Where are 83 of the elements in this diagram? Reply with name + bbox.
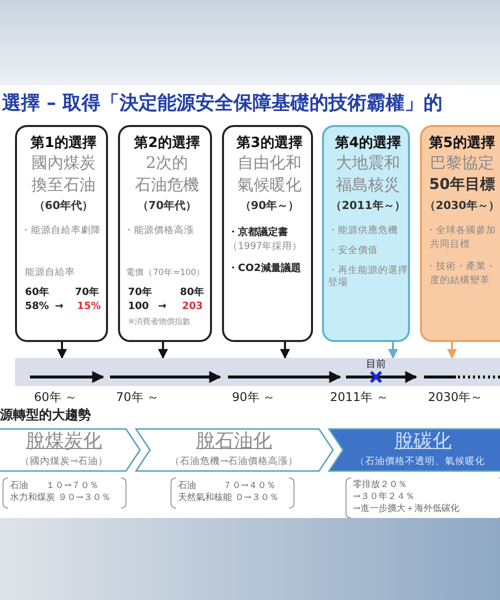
share-text: 水力和煤炭 ９０→３０％ [10,493,112,504]
period-text: （2011年～） [330,199,406,213]
bracket-box [2,477,127,509]
card-heading: 第4的選擇 [334,135,402,152]
card-title: 換至石油 [30,175,96,195]
trend-subtitle: （石油價格不透明、氣候暖化 [354,456,486,468]
year-label: 2030年～ [428,389,483,406]
year-label: 70年 ～ [116,389,160,406]
trend-subtitle: （國內煤炭→石油） [19,456,109,468]
bullet-text: 共同目標 [430,239,471,251]
bullet-text: 80年 [180,287,204,300]
period-text: （60年代） [32,199,94,213]
card-heading: 第2的選擇 [133,135,201,152]
bullet-text: 能源自給率 [25,267,76,279]
bracket-box [170,477,295,509]
card-heading: 第3的選擇 [236,135,304,152]
trend-banner [328,428,500,472]
bullet-text: ・全球各國參加 [426,225,497,237]
bullet-text: ・安全價值 [328,245,379,257]
year-label: 60年 ～ [34,389,78,406]
bullet-text: 70年 [128,287,152,300]
card-title: 巴黎協定 [429,153,495,173]
current-marker-label: 目前 [366,358,386,371]
bullet-text: （1997年採用） [228,241,304,253]
arrow [388,342,398,359]
trend-title: 脫碳化 [394,430,452,454]
value-text: 15% [77,301,101,314]
choice-card [118,125,212,342]
trend-subtitle: （石油危機→石油價格高漲） [169,456,299,468]
bullet-text: ・能源自給率劇降 [21,225,102,237]
bullet-text: ・能源價格高漲 [124,225,195,237]
share-text: →３０年２４％ [353,492,416,503]
share-text: 零排放２０％ [353,480,408,491]
bullet-text: ・再生能源的選擇登場 [328,265,408,289]
bullet-text: 70年 [75,287,99,300]
card-title: 福島核災 [335,175,401,195]
card-title: 自由化和 [236,153,302,173]
card-heading: 第1的選擇 [30,135,98,152]
card-heading: 第5的選擇 [428,135,496,152]
bullet-text: ・京都議定書 [228,227,288,240]
card-title: 50年目標 [428,175,496,194]
bullet-text: ・技術・產業・ [426,261,497,273]
period-text: （90年～） [238,199,300,213]
trend-title: 脫石油化 [195,430,273,454]
choice-card [15,125,108,342]
arrow [57,342,67,359]
period-text: （2030年～） [424,199,500,213]
share-text: →進一步擴大＋海外低碳化 [353,504,461,515]
timeline-band [15,358,500,386]
arrow [280,342,290,359]
year-label: 90年 ～ [232,389,276,406]
section-heading: 源轉型的大趨勢 [0,407,91,424]
trend-title: 脫煤炭化 [25,430,103,454]
bullet-text: 100 [128,301,149,314]
choice-card [420,125,500,342]
period-text: （70年代） [136,199,198,213]
bullet-text: 58% [25,301,49,314]
arrow [447,342,457,359]
card-title: 2次的 [144,153,190,173]
bullet-text: ・CO2減量議題 [228,263,301,276]
card-title: 氣候暖化 [236,175,302,195]
share-text: 天然氣和核能 ０→３０％ [178,493,280,504]
card-title: 大地震和 [335,153,401,173]
share-text: 石油 １０→７０％ [10,481,100,492]
share-text: 石油 ７０→４０％ [178,481,277,492]
bullet-text: → [158,301,166,314]
bullet-text: 電價（70年=100） [126,268,206,279]
note-text: ※消費者物價指數 [128,317,192,327]
bullet-text: ・能源供應危機 [328,225,399,237]
value-text: 203 [182,301,203,314]
trend-banner [135,428,335,472]
bullet-text: 度的結構變革 [430,275,491,287]
year-label: 2011年 ～ [330,389,388,406]
trend-banner [0,428,142,472]
bullet-text: → [55,301,64,314]
title: 選擇 – 取得「決定能源安全保障基礎的技術霸權」的 [2,91,443,116]
card-title: 石油危機 [134,175,200,195]
card-title: 國內煤炭 [30,153,96,173]
bullet-text: 60年 [25,287,49,300]
choice-card [222,125,313,342]
arrow [158,342,168,359]
bracket-box [345,477,500,519]
choice-card [322,125,410,342]
